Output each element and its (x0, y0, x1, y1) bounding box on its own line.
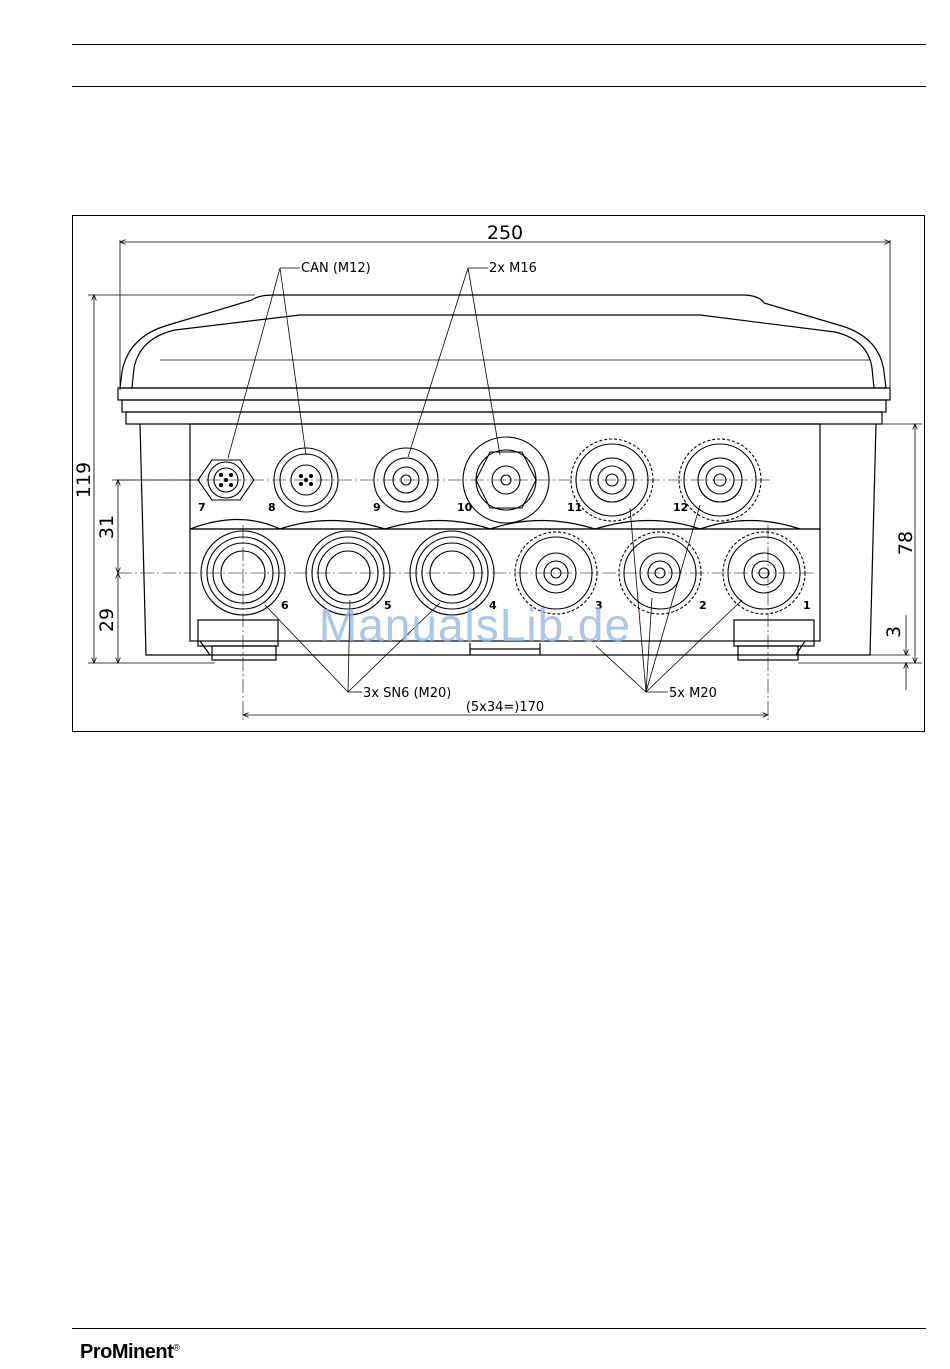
port-label: 9 (373, 501, 381, 514)
port-label: 2 (699, 599, 707, 612)
registered-mark: ® (173, 1342, 179, 1352)
port-label: 7 (198, 501, 206, 514)
port-label: 8 (268, 501, 276, 514)
watermark: ManualsLib.de (270, 598, 680, 652)
port-label: 1 (803, 599, 811, 612)
port-label: 12 (673, 501, 688, 514)
dim-pitch: (5x34=)170 (466, 700, 544, 715)
dim-row-upper: 31 (96, 515, 118, 539)
brand-name: ProMinent (80, 1341, 173, 1363)
dim-row-lower: 29 (96, 608, 118, 632)
callout-sn6: 3x SN6 (M20) (363, 686, 451, 701)
dim-foot: 3 (883, 626, 905, 638)
callout-can: CAN (M12) (301, 261, 371, 276)
port-label: 11 (567, 501, 582, 514)
callout-m16: 2x M16 (489, 261, 537, 276)
footer-rule (72, 1328, 926, 1329)
dim-side: 78 (895, 531, 917, 555)
housing-lid (118, 295, 890, 424)
callout-m20: 5x M20 (669, 686, 717, 701)
dim-height-total: 119 (73, 462, 95, 498)
dim-width: 250 (487, 222, 523, 244)
brand-logo: ProMinent® (80, 1341, 179, 1364)
port-label: 10 (457, 501, 473, 514)
